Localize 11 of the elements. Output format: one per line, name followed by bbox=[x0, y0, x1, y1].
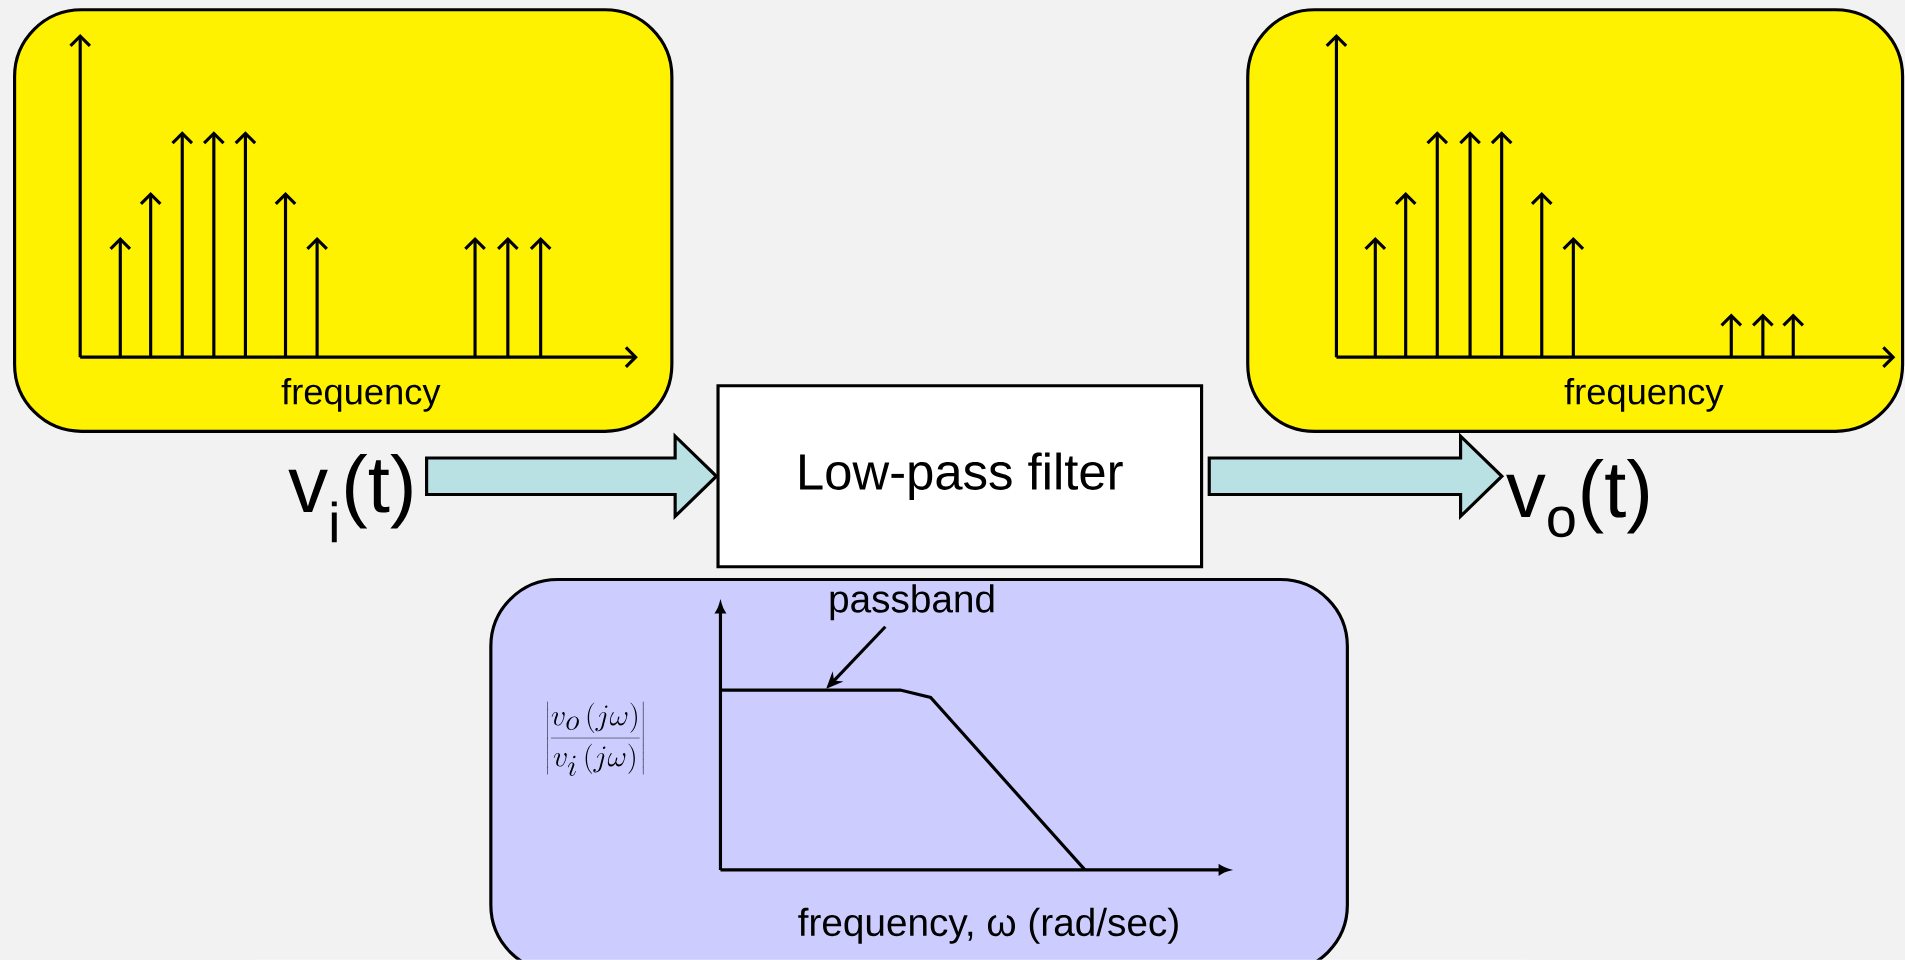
spectrum-panel bbox=[13, 8, 674, 433]
filter-box: Low-pass filter bbox=[716, 384, 1204, 569]
block-arrow bbox=[425, 432, 719, 521]
block-arrow bbox=[1207, 432, 1505, 521]
signal-label: v$_{i}$(t) bbox=[288, 454, 412, 543]
axis-label: frequency bbox=[1564, 378, 1724, 412]
axis-label: frequency, ω (rad/sec) bbox=[798, 907, 1178, 944]
signal-label: v$_{o}$(t) bbox=[1506, 459, 1648, 538]
axis-label: frequency bbox=[281, 378, 441, 412]
axis-label: $\left|\frac{v_o\left(j\omega\right)}{v_i\left(j\omega\right)}\right|$ bbox=[547, 701, 644, 776]
spectrum-panel bbox=[1246, 8, 1905, 433]
